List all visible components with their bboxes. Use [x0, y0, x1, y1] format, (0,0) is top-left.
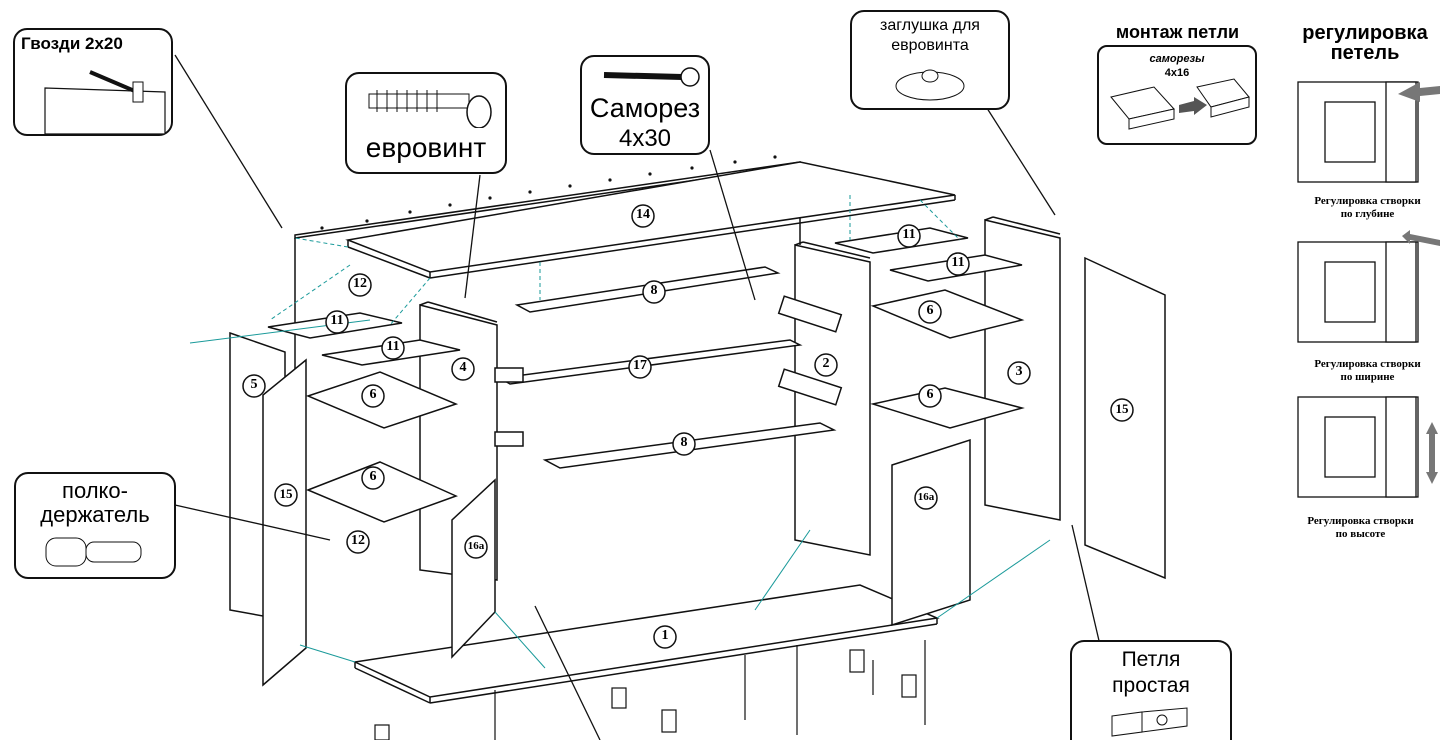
part-label-3: 3 [1015, 364, 1023, 379]
part-label-8: 8 [680, 435, 688, 450]
hinge-adjust-title-line1: регулировка [1302, 22, 1428, 44]
drawer-slide [494, 367, 524, 383]
part-label-4: 4 [459, 360, 467, 375]
shelf-support-label-line2: держатель [40, 502, 150, 527]
eurovint-callout: евровинт [345, 72, 507, 174]
part-label-17: 17 [633, 358, 647, 373]
part-label-1: 1 [661, 628, 669, 643]
part-label-15: 15 [1115, 401, 1129, 416]
door-16a-right [891, 438, 971, 627]
drawer-slide [777, 295, 843, 333]
leg-screws [494, 640, 926, 740]
hinge-height-caption-line1: Регулировка створки [1307, 515, 1414, 527]
part-circles [242, 204, 1134, 649]
part-label-2: 2 [822, 356, 830, 371]
part-label-6: 6 [369, 387, 377, 402]
hinge-mount-callout: саморезы 4х16 [1097, 45, 1257, 145]
nails-callout: Гвозди 2х20 [13, 28, 173, 136]
hinge-adjust-figures [1297, 81, 1440, 498]
part-label-12: 12 [351, 533, 365, 548]
nail-dots [320, 155, 777, 230]
part-label-11: 11 [902, 227, 916, 242]
simple-hinge-label-line1: Петля [1121, 648, 1181, 671]
shelf-support-callout: полко- держатель [14, 472, 176, 579]
assembly-guides [269, 195, 961, 326]
cap-label-line2: евровинта [891, 37, 969, 54]
shelf-6b [306, 461, 459, 523]
legs [374, 649, 917, 740]
door-16a-left [451, 478, 496, 659]
self-tapping-screw-callout: Саморез 4х30 [580, 55, 710, 155]
hinge-depth-caption-line2: по глубине [1340, 208, 1395, 220]
cap-label-line1: заглушка для [880, 17, 980, 34]
simple-hinge-callout: Петля простая [1070, 640, 1232, 740]
hinge-screws-label-line2: 4х16 [1164, 67, 1190, 79]
bottom-panel [352, 584, 940, 698]
hinge-width-caption-line1: Регулировка створки [1314, 358, 1421, 370]
hinge-width-caption-line2: по ширине [1340, 371, 1395, 383]
drawer-slide [494, 431, 524, 447]
part-label-11: 11 [951, 255, 965, 270]
part-label-6: 6 [926, 387, 934, 402]
part-label-12: 12 [353, 276, 367, 291]
part-label-6: 6 [926, 303, 934, 318]
part-label-15: 15 [279, 486, 293, 501]
simple-hinge-icon [1111, 707, 1188, 737]
part-label-8: 8 [650, 283, 658, 298]
callout-leaders [174, 54, 1101, 740]
hinge-mount-title: монтаж петли [1115, 22, 1240, 42]
part-label-16a: 16а [917, 491, 935, 503]
eurovint-label: евровинт [365, 132, 487, 163]
self-tapping-screw-label-line2: 4х30 [618, 125, 672, 152]
nail-icon [44, 70, 166, 134]
hinge-depth-caption-line1: Регулировка створки [1314, 195, 1421, 207]
part-label-14: 14 [636, 207, 650, 222]
part-label-11: 11 [330, 313, 344, 328]
cap-icon [895, 69, 965, 101]
hinge-mount-icon [1110, 78, 1250, 130]
part-label-16a: 16а [467, 540, 485, 552]
self-tapping-screw-icon [603, 67, 700, 87]
hinge-height-caption-line2: по высоте [1335, 528, 1386, 540]
hinge-adjust-title-line2: петель [1330, 42, 1400, 64]
hinge-screws-label-line1: саморезы [1149, 53, 1205, 65]
simple-hinge-label-line2: простая [1112, 674, 1190, 697]
shelf-support-icon [45, 537, 142, 567]
shelf-6c [870, 289, 1025, 339]
drawer-slide [777, 368, 843, 406]
eurovint-cap-callout: заглушка для евровинта [850, 10, 1010, 110]
shelf-support-label-line1: полко- [62, 478, 128, 503]
eurovint-screw-icon [368, 90, 492, 128]
door-15-left [262, 358, 307, 687]
part-label-5: 5 [250, 377, 258, 392]
nails-label: Гвозди 2х20 [21, 34, 123, 53]
part-label-11: 11 [386, 339, 400, 354]
part-label-6: 6 [369, 469, 377, 484]
self-tapping-screw-label-line1: Саморез [589, 93, 701, 123]
